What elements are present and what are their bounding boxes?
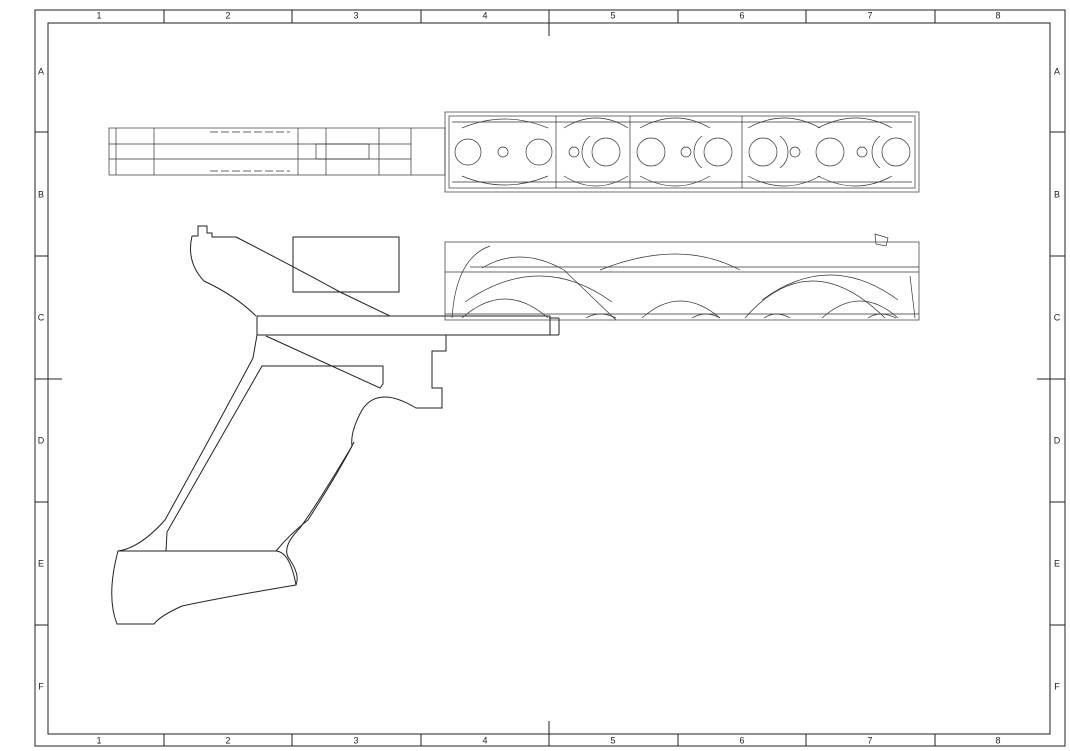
column-labels-bottom: 1 2 3 4 5 6 7 8 (96, 735, 1000, 745)
column-label-top-8: 8 (995, 10, 1000, 20)
column-label-bottom-7: 7 (867, 735, 872, 745)
column-label-bottom-5: 5 (610, 735, 615, 745)
column-ticks (163, 10, 936, 746)
drawing-border (47, 22, 1051, 735)
row-label-right-F: F (1054, 681, 1060, 691)
outer-frame (34, 9, 1066, 747)
suppressor-top-view (444, 111, 920, 193)
row-label-left-C: C (38, 312, 45, 322)
column-label-top-1: 1 (96, 10, 101, 20)
row-label-left-D: D (38, 435, 45, 445)
barrel-top-view (108, 127, 446, 176)
column-label-top-5: 5 (610, 10, 615, 20)
row-label-left-F: F (38, 681, 44, 691)
row-label-right-E: E (1054, 558, 1060, 568)
row-label-left-E: E (38, 558, 44, 568)
row-labels-right: A B C D E F (1054, 66, 1061, 691)
suppressor-side-view (444, 233, 920, 321)
column-label-bottom-3: 3 (353, 735, 358, 745)
row-label-right-A: A (1054, 66, 1060, 76)
column-label-bottom-8: 8 (995, 735, 1000, 745)
column-label-top-2: 2 (225, 10, 230, 20)
row-labels-left: A B C D E F (38, 66, 45, 691)
column-label-bottom-1: 1 (96, 735, 101, 745)
column-label-bottom-4: 4 (482, 735, 487, 745)
column-label-top-3: 3 (353, 10, 358, 20)
column-labels-top: 1 2 3 4 5 6 7 8 (96, 10, 1000, 20)
column-label-top-7: 7 (867, 10, 872, 20)
column-label-top-4: 4 (482, 10, 487, 20)
column-label-bottom-6: 6 (739, 735, 744, 745)
column-label-top-6: 6 (739, 10, 744, 20)
row-label-right-C: C (1054, 312, 1061, 322)
row-label-right-B: B (1054, 189, 1060, 199)
row-ticks (35, 131, 1065, 626)
row-label-left-B: B (38, 189, 44, 199)
receiver-side-view (111, 225, 560, 625)
column-label-bottom-2: 2 (225, 735, 230, 745)
row-label-right-D: D (1054, 435, 1061, 445)
row-label-left-A: A (38, 66, 44, 76)
